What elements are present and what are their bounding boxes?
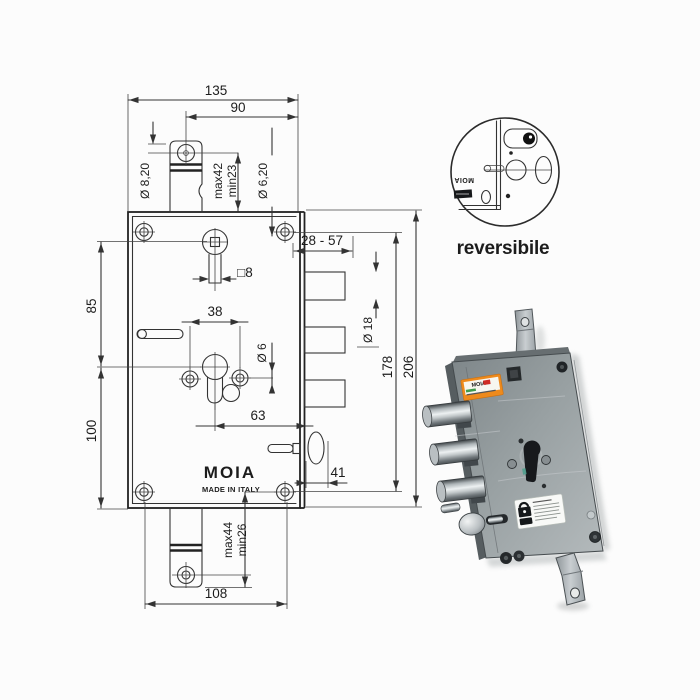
corner-screw-bottom-left — [133, 481, 155, 503]
dim-tab-adjust: max42 min23 — [211, 152, 242, 212]
dim-tab-to-edge: 90 — [185, 100, 299, 141]
cylinder-screw-left — [179, 368, 201, 390]
dim-bottom-tab-adjust: max44 min26 — [172, 491, 277, 588]
dim-label-135: 135 — [205, 83, 228, 98]
detail-brand: MOIA — [454, 176, 474, 183]
dim-label-d820: Ø 8,20 — [138, 163, 152, 199]
dim-throw-range: 28 - 57 — [292, 233, 354, 258]
dim-label-108: 108 — [205, 586, 228, 601]
dim-follower-square: □8 — [192, 265, 253, 283]
photo-label-brand-text: MOIA — [471, 381, 486, 389]
detail-latch-cylinder — [503, 128, 538, 155]
dim-label-2857: 28 - 57 — [301, 233, 343, 248]
dim-backset: 63 — [195, 402, 314, 431]
dim-latch-throw: 41 — [294, 441, 348, 488]
corner-screw-top-right — [274, 221, 296, 243]
euro-cylinder — [200, 352, 241, 410]
dim-label-41: 41 — [330, 465, 345, 480]
photo-deadbolt-3 — [436, 475, 487, 503]
dim-label-min26: min26 — [235, 523, 249, 556]
photo-instruction-label — [514, 493, 566, 530]
corner-screw-bottom-right — [274, 481, 296, 503]
label-green-mark — [465, 388, 477, 393]
dim-label-d6: Ø 6 — [255, 343, 269, 363]
dim-screw-dia: Ø 6 — [249, 342, 276, 394]
dim-screw-height: 178 — [294, 232, 402, 492]
corner-screw-top-left — [133, 221, 155, 243]
photo-deadbolt-2 — [429, 438, 480, 466]
keyhole-screw-left — [507, 459, 517, 469]
dim-total-width: 135 — [127, 83, 299, 211]
latch — [267, 431, 325, 465]
lock-case-outline — [127, 211, 306, 509]
spindle-follower — [201, 228, 229, 291]
photo-deadbolt-1 — [422, 400, 473, 428]
dim-label-max44: max44 — [221, 522, 235, 558]
dim-label-85: 85 — [84, 298, 99, 313]
dim-label-max42: max42 — [211, 163, 225, 199]
product-photo: MOIA — [422, 308, 610, 611]
detail-reversible-latch — [480, 155, 553, 205]
photo-keyhole — [507, 438, 551, 489]
photo-brand-label: MOIA — [460, 373, 504, 401]
dim-label-100: 100 — [84, 420, 99, 443]
label-red-mark — [483, 379, 491, 386]
flip-arc — [534, 155, 553, 185]
dim-label-d620: Ø 6,20 — [256, 163, 270, 199]
side-pin — [136, 328, 184, 340]
dim-label-38: 38 — [207, 304, 222, 319]
dim-bottom-tab-span: 108 — [144, 502, 288, 609]
dim-total-height: 206 — [306, 209, 422, 508]
technical-drawing: MOIA MADE IN ITALY 135 90 Ø 8,20 max42 — [84, 83, 422, 609]
photo-shadows — [486, 326, 610, 611]
bracket-hole-bottom — [570, 587, 580, 599]
dim-screw-span: 38 — [181, 304, 249, 369]
dim-label-90: 90 — [230, 100, 245, 115]
dim-corner-hole-dia: Ø 6,20 — [256, 127, 276, 237]
dim-hub-to-cylinder: 85 — [84, 241, 207, 510]
cylinder-screw-right — [229, 367, 251, 389]
top-mounting-tab — [169, 140, 203, 213]
dim-tab-hole-dia: Ø 8,20 — [138, 121, 238, 199]
dim-label-178: 178 — [380, 356, 395, 379]
photo-case-top-side — [453, 347, 570, 362]
photo-bottom-screws — [500, 510, 601, 564]
dim-label-63: 63 — [250, 408, 265, 423]
photo-spindle-hole — [506, 366, 522, 382]
drawing-made-in: MADE IN ITALY — [202, 485, 260, 494]
dim-bolt-dia: Ø 18 — [357, 251, 380, 348]
deadbolts — [303, 271, 346, 408]
dim-cylinder-to-bottom: 100 — [84, 367, 105, 509]
detail-caption: reversibile — [457, 238, 550, 259]
drawing-brand: MOIA — [204, 463, 256, 482]
detail-circle — [450, 117, 560, 227]
dim-label-sq8: □8 — [237, 265, 253, 280]
dim-label-min23: min23 — [225, 164, 239, 197]
dim-label-206: 206 — [401, 356, 416, 379]
dim-label-d18: Ø 18 — [361, 317, 375, 343]
bracket-hole — [520, 317, 530, 327]
bottom-mounting-tab — [169, 507, 203, 588]
latch-knob — [458, 512, 486, 536]
keyhole-screw-right — [541, 455, 551, 465]
detail-view: MOIA reversibile — [450, 117, 560, 259]
photo-top-bracket — [514, 308, 537, 360]
photo-latch-hardware — [440, 502, 508, 536]
padlock-icon — [518, 501, 530, 508]
photo-bottom-bracket — [555, 552, 586, 606]
